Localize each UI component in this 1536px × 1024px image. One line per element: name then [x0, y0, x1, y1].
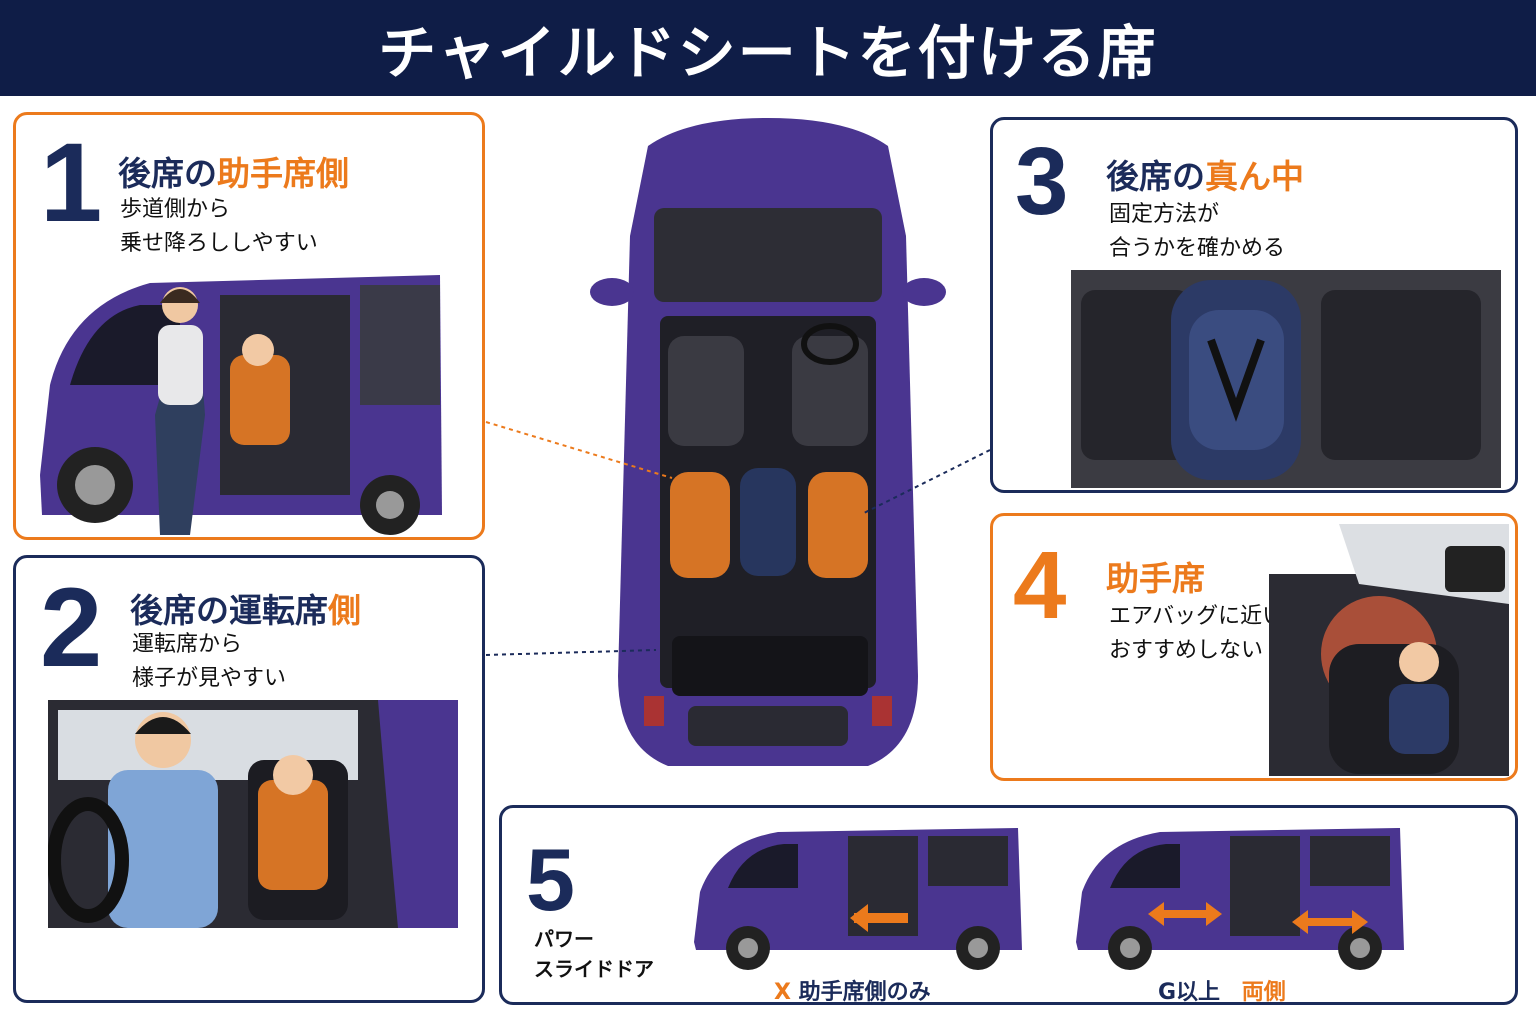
double-arrow-icon	[1148, 902, 1222, 926]
panel-desc: 運転席から様子が見やすい	[132, 632, 287, 691]
panel-number: 3	[1015, 128, 1069, 235]
van-side-door-illustration	[1076, 828, 1404, 970]
panel-desc: 歩道側から乗せ降ろししやすい	[120, 197, 318, 256]
panel-rear-passenger-side: 1 後席の助手席側 歩道側から乗せ降ろししやすい	[13, 112, 485, 540]
panel-number: 4	[1013, 532, 1067, 639]
rear-seat-center-illustration	[1071, 270, 1501, 488]
van-top-view-illustration	[590, 118, 946, 766]
panel-rear-center: 3 後席の真ん中 固定方法が合うかを確かめる	[990, 117, 1518, 493]
panel-desc: パワースライドドア	[534, 927, 654, 981]
page-title: チャイルドシートを付ける席	[378, 19, 1158, 87]
panel-number: 1	[40, 120, 103, 245]
father-driving-illustration	[48, 700, 458, 928]
panel-rear-driver-side: 2 後席の運転席側 運転席から様子が見やすい	[13, 555, 485, 1003]
panel-power-slide-door: 5 パワースライドドア X 助手席側	[499, 805, 1518, 1005]
panel-desc: 固定方法が合うかを確かめる	[1109, 202, 1286, 261]
panel-title: 後席の運転席側	[130, 591, 361, 630]
double-arrow-icon	[850, 904, 908, 932]
page-header: チャイルドシートを付ける席	[0, 0, 1536, 96]
panel-title: 後席の助手席側	[118, 154, 349, 193]
door-label-g: G以上 両側	[1158, 980, 1286, 1005]
van-side-door-illustration	[694, 828, 1022, 970]
panel-title: 後席の真ん中	[1106, 157, 1304, 196]
panel-number: 5	[526, 830, 575, 929]
panel-front-passenger: 4 助手席 エアバッグに近いのでおすすめしない	[990, 513, 1518, 781]
front-passenger-airbag-illustration	[1269, 524, 1509, 776]
door-label-x: X 助手席側のみ	[774, 980, 931, 1005]
panel-number: 2	[40, 565, 103, 690]
panel-title: 助手席	[1106, 559, 1205, 598]
double-arrow-icon	[1292, 910, 1368, 934]
mother-loading-child-illustration	[40, 275, 442, 535]
